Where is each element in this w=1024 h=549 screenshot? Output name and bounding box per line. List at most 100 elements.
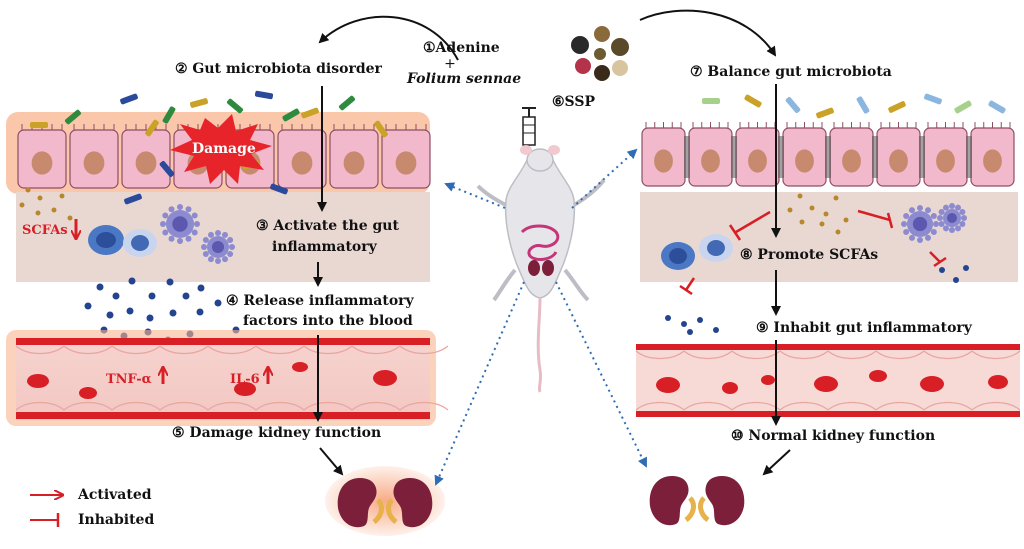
epithelial-cell xyxy=(121,124,171,189)
bacterium xyxy=(702,98,720,104)
epithelial-cell xyxy=(966,122,1015,187)
right-scfa-dots xyxy=(787,193,849,235)
bacterium xyxy=(189,98,209,108)
scfa-dot xyxy=(59,193,65,199)
legend-graphics xyxy=(30,495,62,527)
cytokine-dot xyxy=(953,277,959,283)
legend-activated-label: Activated xyxy=(78,487,152,503)
left-kidneys xyxy=(325,466,445,536)
cytokine-dot xyxy=(148,292,156,300)
bacterium xyxy=(816,107,834,119)
cytokine-dot xyxy=(106,311,114,319)
bacterium xyxy=(159,160,175,178)
right-cytokine-dots xyxy=(665,265,969,335)
step10-normal-kidney: ⑩ Normal kidney function xyxy=(731,428,936,444)
cytokine-dot xyxy=(128,277,136,285)
step8-promote-scfas: ⑧ Promote SCFAs xyxy=(740,247,879,263)
epithelial-cell xyxy=(919,122,968,187)
scfa-dot xyxy=(797,193,803,199)
bacterium xyxy=(120,93,138,105)
bacterium xyxy=(162,106,176,124)
step3-line1: ③ Activate the gut xyxy=(256,218,399,234)
bacterium xyxy=(856,96,870,114)
adenine-to-disorder-arrow xyxy=(318,15,459,61)
damage-label: Damage xyxy=(192,141,256,157)
cytokine-dot xyxy=(112,292,120,300)
scfa-dot xyxy=(819,221,825,227)
scfa-dot xyxy=(799,219,805,225)
bacterium xyxy=(338,95,356,111)
epithelial-cell xyxy=(778,122,827,187)
scfa-dot xyxy=(35,210,41,216)
cytokine-dot xyxy=(713,327,719,333)
bacterium xyxy=(988,100,1006,114)
bacterium xyxy=(254,90,274,100)
step1-folium-sennae: Folium sennae xyxy=(407,71,522,87)
scfa-dot xyxy=(19,202,25,208)
cytokine-dot xyxy=(166,278,174,286)
scfa-dot xyxy=(833,195,839,201)
bacterium xyxy=(785,96,801,114)
cytokine-dot xyxy=(182,292,190,300)
step4-line1: ④ Release inflammatory xyxy=(226,293,414,309)
herbs-icon xyxy=(571,26,629,81)
left-immune-cells xyxy=(88,204,235,264)
cytokine-dot xyxy=(939,267,945,273)
step2-gut-microbiota-disorder: ② Gut microbiota disorder xyxy=(175,61,382,77)
step9-inhabit-inflammatory: ⑨ Inhabit gut inflammatory xyxy=(756,320,972,336)
bacterium xyxy=(145,119,159,137)
epithelial-cell xyxy=(731,122,780,187)
legend-inhabited-label: Inhabited xyxy=(78,512,155,528)
scfas-label: SCFAs xyxy=(22,223,68,238)
epithelial-cell xyxy=(17,124,67,189)
bacterium xyxy=(64,109,82,125)
scfa-dot xyxy=(37,195,43,201)
epithelial-cell xyxy=(69,124,119,189)
cytokine-dot xyxy=(697,317,703,323)
scfa-dot xyxy=(787,207,793,213)
bacterium xyxy=(124,193,142,205)
scfa-dot xyxy=(25,187,31,193)
bacterium xyxy=(954,100,972,114)
rat-illustration xyxy=(476,145,606,393)
tnf-alpha-label: TNF-α xyxy=(106,372,152,387)
scfa-dot xyxy=(843,217,849,223)
epithelial-cell xyxy=(277,124,327,189)
dotted-arrow-rat-left-kidney xyxy=(434,281,525,486)
scfa-dot xyxy=(835,229,841,235)
step3-line2: inflammatory xyxy=(272,239,377,255)
scfa-dot xyxy=(67,215,73,221)
right-tissue-band xyxy=(640,192,1018,282)
left-blood-vessel xyxy=(6,330,449,426)
left-bacteria xyxy=(30,90,388,205)
bacterium xyxy=(924,93,942,105)
damage-burst xyxy=(170,114,272,184)
epithelial-cell xyxy=(684,122,733,187)
cytokine-dot xyxy=(196,308,204,316)
scfa-dot xyxy=(51,207,57,213)
il6-label: IL-6 xyxy=(230,372,260,387)
epithelial-cell xyxy=(872,122,921,187)
cytokine-dot xyxy=(197,284,205,292)
step1-adenine: ①Adenine xyxy=(423,40,500,56)
cytokine-dot xyxy=(146,314,154,322)
scfa-dot xyxy=(809,205,815,211)
dotted-arrow-rat-left-gut xyxy=(444,182,506,209)
left-flow-arrow-4 xyxy=(319,447,344,476)
bacterium xyxy=(226,98,244,114)
dotted-arrow-rat-right-gut xyxy=(571,148,638,209)
step6-ssp: ⑥SSP xyxy=(552,94,595,110)
bacterium xyxy=(744,94,762,108)
right-epithelium xyxy=(641,122,1015,187)
cytokine-dot xyxy=(665,315,671,321)
cytokine-dot xyxy=(96,283,104,291)
bacterium xyxy=(30,122,48,128)
inhibit-symbols-right xyxy=(679,209,947,296)
cytokine-dot xyxy=(84,302,92,310)
right-bacteria xyxy=(702,93,1006,119)
ssp-to-balance-arrow xyxy=(639,9,777,57)
cytokine-dot xyxy=(214,299,222,307)
step1-plus: + xyxy=(444,56,456,72)
